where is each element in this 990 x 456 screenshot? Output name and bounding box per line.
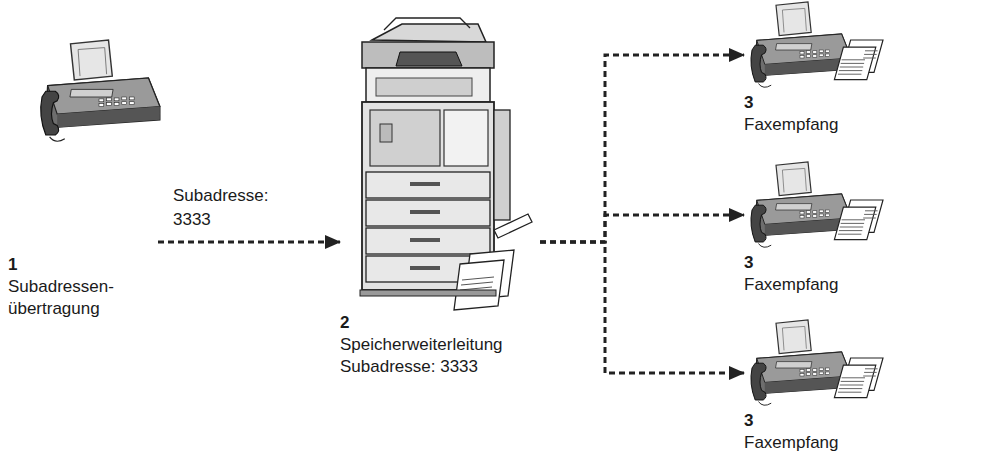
- device-label: Faxempfang: [744, 274, 884, 296]
- callout-number: 1: [8, 254, 158, 276]
- dashed-connector: [540, 215, 744, 242]
- device-label: Faxempfang: [744, 432, 884, 454]
- dashed-connector: [540, 242, 744, 373]
- device-node: 1Subadressen- übertragung: [8, 30, 158, 320]
- callout-number: 3: [744, 410, 884, 432]
- device-label: Speicherweiterleitung Subadresse: 3333: [340, 334, 540, 378]
- callout-number: 2: [340, 312, 540, 334]
- mfp-printer: [360, 18, 532, 310]
- dashed-connector: [158, 241, 340, 244]
- edge-label: Subadresse: 3333: [170, 184, 286, 232]
- callout-number: 3: [744, 252, 884, 274]
- device-node: 3Faxempfang: [744, 318, 884, 454]
- device-label: Subadressen- übertragung: [8, 276, 158, 320]
- device-node: 3Faxempfang: [744, 0, 884, 136]
- sender-fax: [41, 40, 160, 141]
- callout-number: 3: [744, 92, 884, 114]
- received-pages: [834, 40, 883, 80]
- device-node: 2Speicherweiterleitung Subadresse: 3333: [340, 8, 540, 378]
- dashed-connector: [540, 55, 744, 242]
- received-pages: [834, 358, 883, 398]
- received-pages: [834, 200, 883, 240]
- device-label: Faxempfang: [744, 114, 884, 136]
- device-node: 3Faxempfang: [744, 160, 884, 296]
